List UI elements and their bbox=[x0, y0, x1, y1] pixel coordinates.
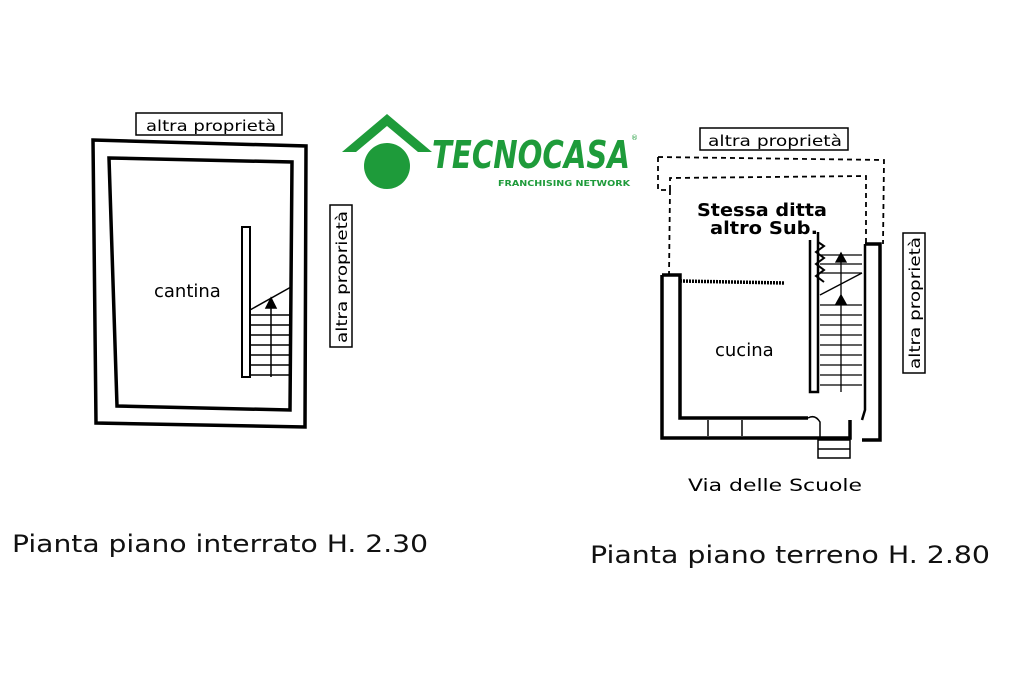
ground-room-label: cucina bbox=[715, 340, 774, 361]
logo-brand-text: TECNOCASA bbox=[432, 133, 630, 177]
stair-up-arrow-icon bbox=[264, 296, 278, 309]
basement-stair-rail bbox=[241, 226, 251, 378]
ground-inner-wall bbox=[662, 273, 808, 420]
ground-neighbor-right-label: altra proprietà bbox=[906, 237, 924, 369]
basement-outer-wall bbox=[91, 138, 308, 429]
basement-neighbor-top-box bbox=[135, 112, 283, 136]
other-unit-label-line1: Stessa ditta bbox=[697, 200, 827, 221]
ground-outer-wall-bottom bbox=[660, 275, 852, 440]
basement-neighbor-top-label: altra proprietà bbox=[146, 117, 276, 135]
house-logo-icon bbox=[342, 114, 432, 189]
basement-neighbor-right-box bbox=[329, 204, 353, 348]
stair-up-arrow-icon-lower bbox=[834, 293, 848, 305]
street-label: Via delle Scuole bbox=[688, 476, 862, 496]
basement-inner-wall bbox=[107, 156, 294, 412]
other-unit-dashed-inner bbox=[657, 157, 867, 243]
ground-plan bbox=[657, 127, 926, 459]
logo-tagline: FRANCHISING NETWORK bbox=[498, 179, 631, 188]
basement-neighbor-right-label: altra proprietà bbox=[333, 211, 351, 343]
tecnocasa-logo: TECNOCASA ® FRANCHISING NETWORK bbox=[342, 114, 638, 189]
ground-partition-wall bbox=[679, 279, 786, 285]
ground-neighbor-top-label: altra proprietà bbox=[708, 132, 842, 150]
entrance-steps bbox=[817, 439, 851, 459]
ground-caption: Pianta piano terreno H. 2.80 bbox=[590, 541, 990, 569]
registered-mark: ® bbox=[631, 134, 638, 142]
ground-neighbor-top-box bbox=[699, 127, 849, 151]
ground-stairs bbox=[814, 241, 863, 392]
ground-stair-left-wall bbox=[808, 240, 820, 394]
basement-stairs bbox=[249, 286, 292, 377]
other-unit-dashed-outline bbox=[657, 156, 885, 245]
ground-outer-wall-right bbox=[862, 242, 882, 442]
basement-room-label: cantina bbox=[154, 281, 221, 302]
basement-plan bbox=[91, 112, 353, 429]
stair-up-arrow-icon-upper bbox=[834, 251, 848, 263]
other-unit-label-line2: altro Sub. bbox=[710, 218, 818, 239]
ground-neighbor-right-box bbox=[902, 232, 926, 374]
basement-caption: Pianta piano interrato H. 2.30 bbox=[12, 530, 428, 558]
